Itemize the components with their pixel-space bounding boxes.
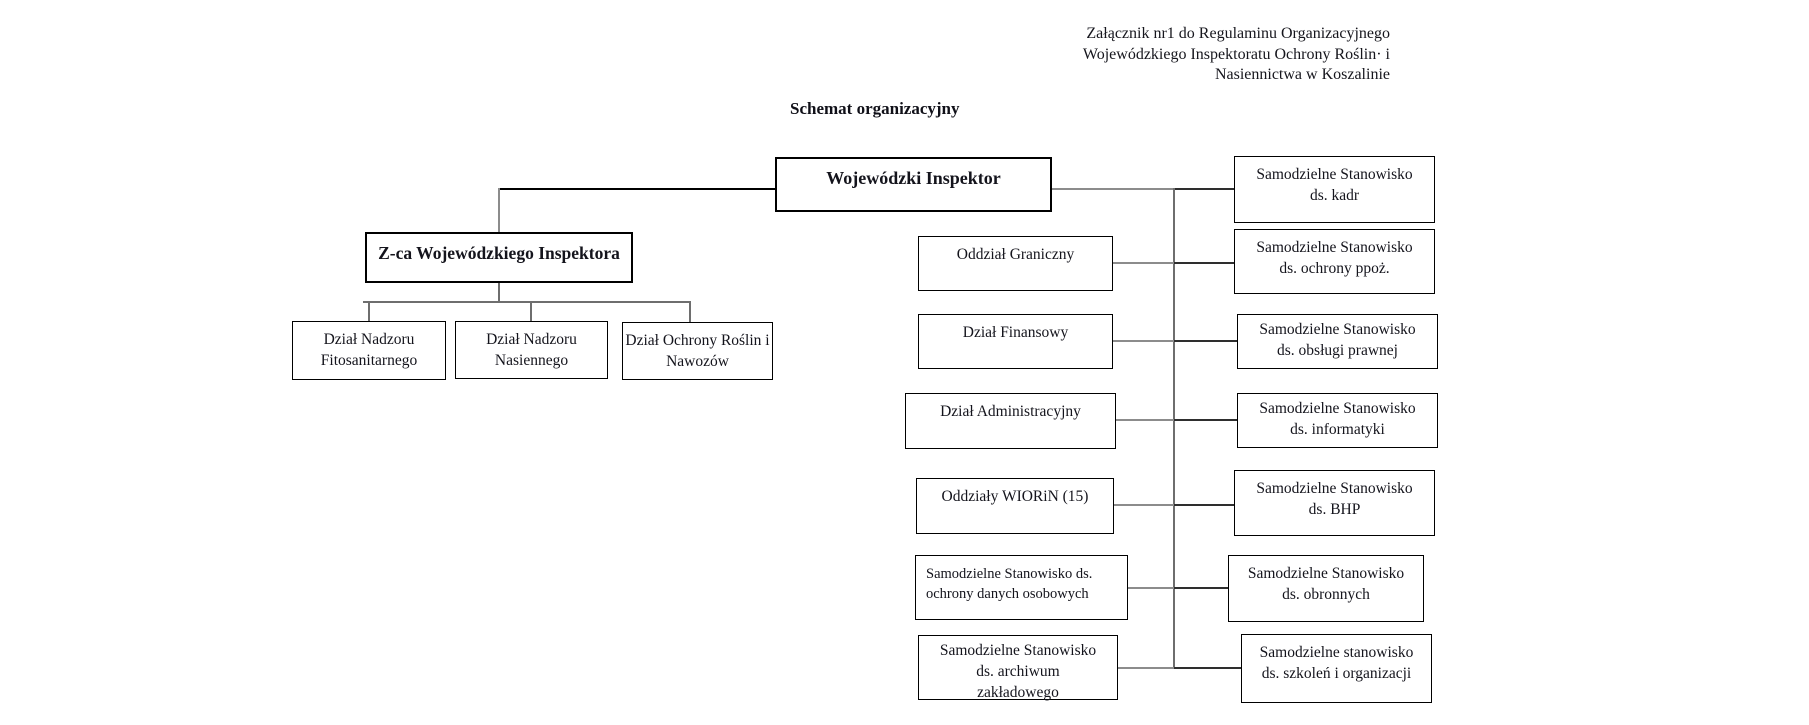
org-box-ds-obslugi-prawnej: Samodzielne Stanowisko ds. obsługi prawn… (1237, 314, 1438, 369)
org-box-oddzialy-wiorin: Oddziały WIORiN (15) (916, 478, 1114, 534)
org-box-ds-szkolen-i-organizacji: Samodzielne stanowisko ds. szkoleń i org… (1241, 634, 1432, 703)
org-box-ds-kadr: Samodzielne Stanowisko ds. kadr (1234, 156, 1435, 223)
org-box-ds-bhp: Samodzielne Stanowisko ds. BHP (1234, 470, 1435, 536)
connector-root-to-deputy-h (499, 188, 776, 190)
connector-finansowy-h (1113, 340, 1174, 342)
connector-administracyjny-h (1116, 419, 1174, 421)
org-box-dzial-nadzoru-fitosanitarnego: Dział Nadzoru Fitosanitarnego (292, 321, 446, 380)
connector-archiwum-h (1118, 667, 1174, 669)
connector-trunk-to-bhp (1174, 504, 1234, 506)
connector-trunk-to-szkolen (1174, 667, 1241, 669)
connector-root-right-h (1052, 188, 1174, 190)
connector-department-1-drop (368, 301, 370, 323)
connector-trunk-to-kadr (1174, 188, 1234, 190)
attachment-note-line-3: Nasiennictwa w Koszalinie (1214, 66, 1390, 83)
connector-trunk-vertical (1173, 188, 1175, 669)
attachment-note-line-2: Wojewódzkiego Inspektoratu Ochrony Rośli… (1082, 45, 1390, 63)
connector-root-to-deputy-v (498, 188, 500, 234)
connector-trunk-to-informatyki (1174, 419, 1237, 421)
org-box-wojewodzki-inspektor: Wojewódzki Inspektor (775, 157, 1052, 212)
attachment-note-line-1: Załącznik nr1 do Regulaminu Organizacyjn… (1086, 25, 1390, 42)
connector-trunk-to-prawnej (1174, 340, 1237, 342)
connector-department-2-drop (530, 301, 532, 323)
org-box-ds-ochrony-ppoz: Samodzielne Stanowisko ds. ochrony ppoż. (1234, 229, 1435, 294)
org-box-zca-wojewodzkiego-inspektora: Z-ca Wojewódzkiego Inspektora (365, 232, 633, 283)
connector-department-3-drop (689, 301, 691, 324)
org-box-dzial-administracyjny: Dział Administracyjny (905, 393, 1116, 449)
page-title: Schemat organizacyjny (790, 99, 960, 118)
attachment-note: Załącznik nr1 do Regulaminu Organizacyjn… (1083, 24, 1390, 86)
org-box-oddzial-graniczny: Oddział Graniczny (918, 236, 1113, 291)
connector-danych-h (1128, 587, 1174, 589)
connector-trunk-to-obronnych (1174, 587, 1228, 589)
connector-graniczny-h (1113, 262, 1174, 264)
org-box-dzial-finansowy: Dział Finansowy (918, 314, 1113, 369)
connector-wiorin-h (1114, 504, 1174, 506)
org-box-dzial-ochrony-roslin-i-nawozow: Dział Ochrony Roślin i Nawozów (622, 322, 773, 380)
org-box-ds-obronnych: Samodzielne Stanowisko ds. obronnych (1228, 555, 1424, 622)
connector-departments-bus (363, 301, 691, 303)
org-box-ds-informatyki: Samodzielne Stanowisko ds. informatyki (1237, 393, 1438, 448)
org-box-dzial-nadzoru-nasiennego: Dział Nadzoru Nasiennego (455, 321, 608, 379)
connector-trunk-to-ppoz (1174, 262, 1234, 264)
org-box-archiwum-zakladowego: Samodzielne Stanowisko ds. archiwum zakł… (918, 635, 1118, 701)
org-box-ochrony-danych-osobowych: Samodzielne Stanowisko ds. ochrony danyc… (915, 555, 1128, 620)
connector-deputy-drop (498, 283, 500, 303)
